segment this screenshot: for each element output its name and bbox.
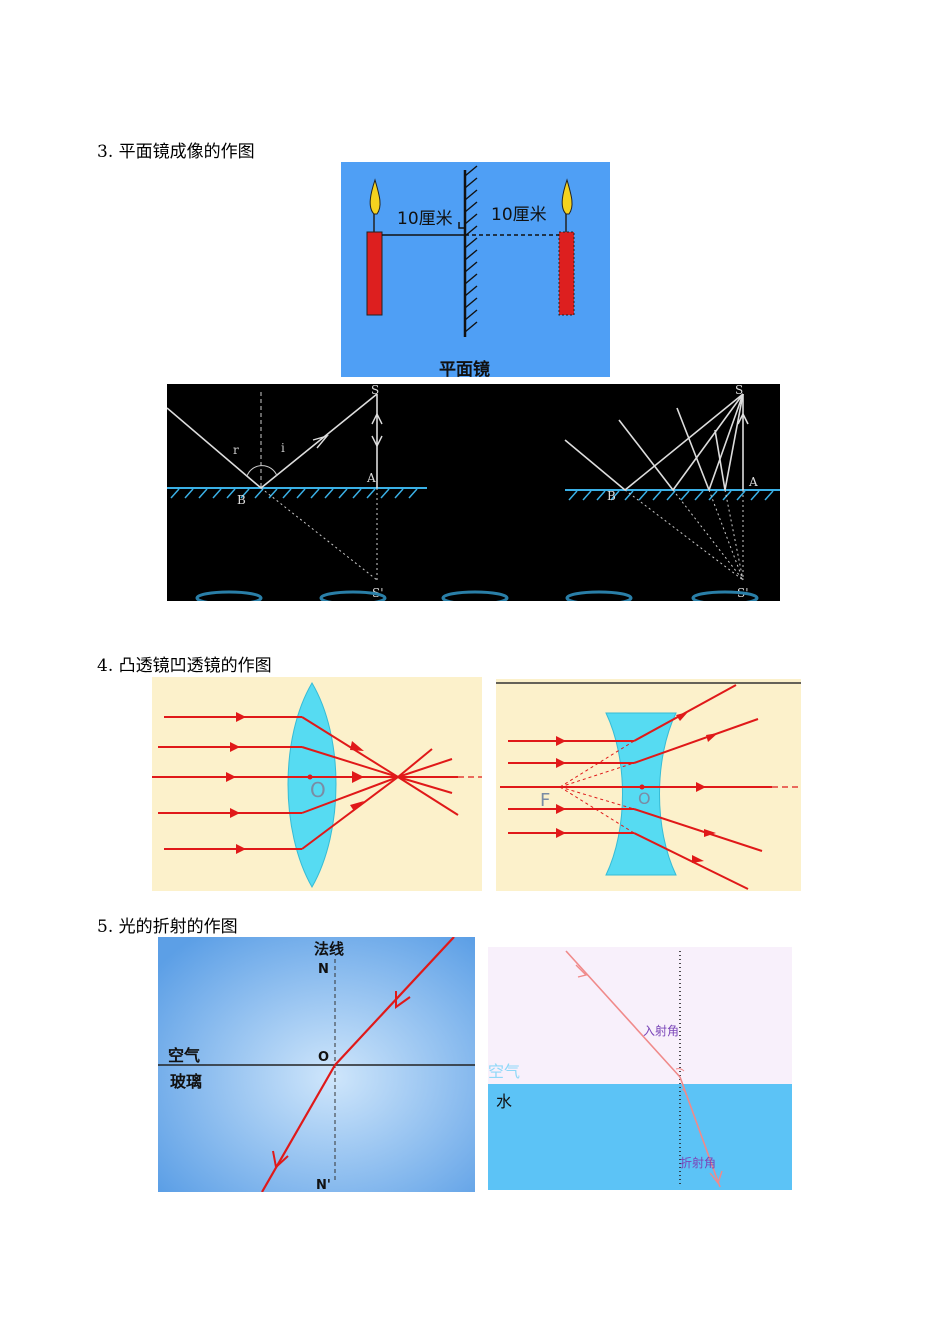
left-distance-label: 10厘米 [397,209,453,229]
label-n-prime: N' [316,1178,331,1192]
concave-focus-label: F [540,790,550,811]
right-distance-label: 10厘米 [491,205,547,225]
left-label-a: A [366,471,376,485]
concave-lens-diagram: F O [496,679,801,891]
convex-center-label: O [310,778,326,802]
label-o: O [318,1050,329,1065]
section-heading-plane-mirror: 3. 平面镜成像的作图 [97,142,255,162]
refraction-water-diagram: 入射角 空气 水 折射角 [488,947,792,1190]
right-label-s: S [735,384,743,397]
lower-medium-label: 玻璃 [170,1072,202,1091]
angle-label-i: i [281,441,285,455]
right-label-a: A [748,475,758,489]
plane-mirror-candle-figure: 10厘米 10厘米 平面镜 [341,162,610,377]
refraction-glass-diagram: 法线 N O N' 空气 玻璃 [158,937,475,1192]
water-upper-medium-label: 空气 [488,1062,520,1081]
refraction-angle-label: 折射角 [680,1155,716,1170]
mirror-caption: 平面镜 [439,359,490,377]
convex-lens-diagram: O [152,677,482,891]
water-lower-medium-label: 水 [496,1092,512,1111]
normal-label: 法线 [314,940,344,958]
upper-medium-label: 空气 [168,1046,200,1065]
label-n: N [318,962,329,977]
concave-center-label: O [638,789,651,808]
reflection-diagram: S A B S' r i S A B S' [167,384,780,601]
section-heading-lenses: 4. 凸透镜凹透镜的作图 [97,656,272,676]
left-label-s: S [371,384,379,397]
left-label-b: B [237,493,246,507]
right-label-b: B [607,489,616,503]
section-heading-refraction: 5. 光的折射的作图 [97,917,238,937]
incidence-angle-label: 入射角 [643,1023,679,1038]
angle-label-r: r [233,443,239,457]
